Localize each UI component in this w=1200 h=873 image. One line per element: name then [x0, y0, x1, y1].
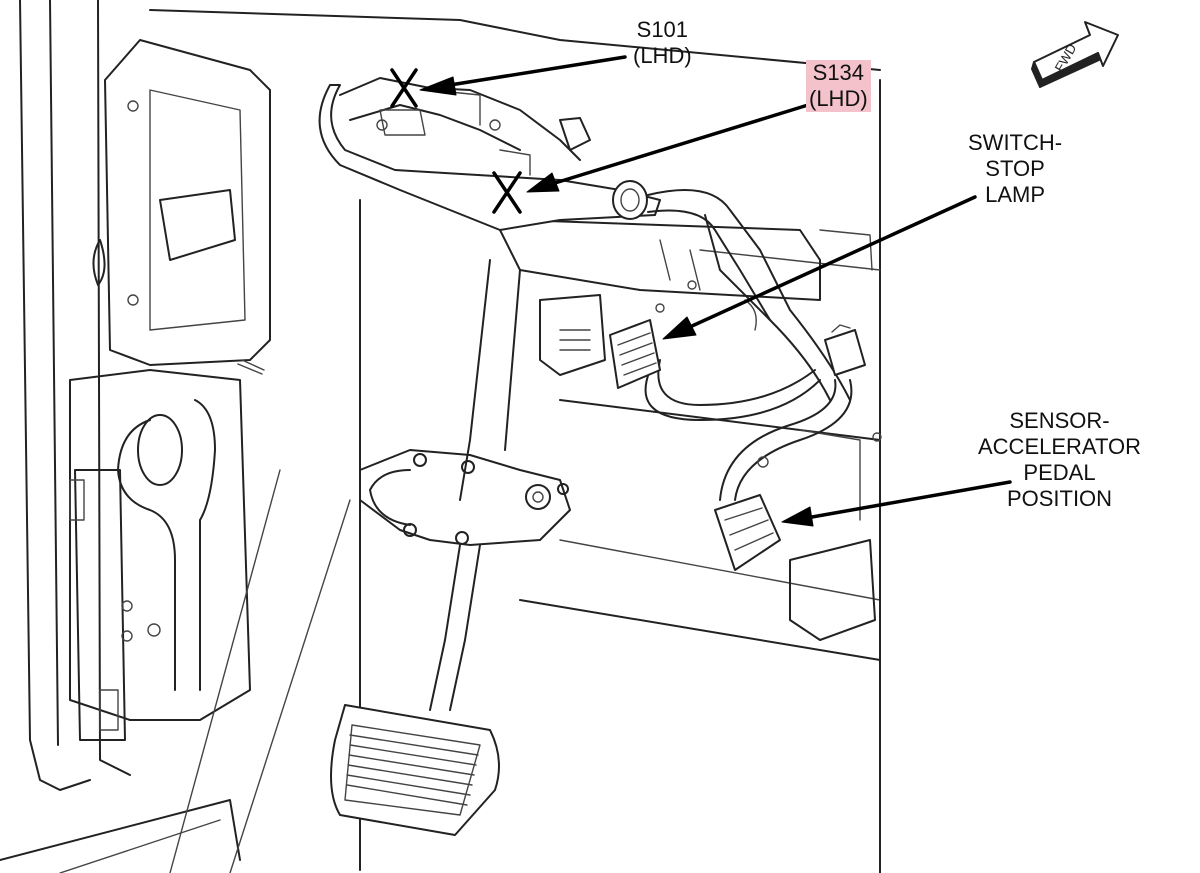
leader-s134: [526, 103, 810, 193]
s101-line-2: (LHD): [633, 43, 692, 68]
accel-line-1: SENSOR-: [1009, 408, 1110, 433]
brake-pedal-assembly: [330, 259, 606, 836]
leader-accelerator-sensor: [781, 480, 1012, 527]
accel-line-4: POSITION: [1006, 486, 1113, 511]
forward-arrow-icon: FWD: [1031, 21, 1119, 88]
s134-label: S134 (LHD): [806, 60, 871, 112]
s134-line-2: (LHD): [809, 86, 868, 111]
s101-label: S101 (LHD): [633, 17, 692, 69]
stop-lamp-line-2: STOP: [985, 156, 1045, 181]
splice-marker-s134: [492, 171, 522, 214]
leader-s101: [419, 55, 627, 96]
leader-stop-lamp: [662, 195, 977, 340]
stop-lamp-switch-connector: [609, 319, 661, 389]
splice-marker-s101: [390, 68, 418, 108]
wiring-harness: [318, 77, 866, 501]
stop-lamp-switch-label: SWITCH- STOP LAMP: [968, 130, 1062, 208]
s101-line-1: S101: [636, 17, 689, 42]
dash-structure: [149, 9, 882, 873]
accel-line-3: PEDAL: [1023, 460, 1096, 485]
accel-line-2: ACCELERATOR: [978, 434, 1142, 459]
door-frame: [0, 0, 271, 873]
stop-lamp-line-1: SWITCH-: [968, 130, 1063, 155]
s134-line-1: S134: [812, 60, 865, 85]
pedal-pad-ridges: [346, 734, 479, 806]
accelerator-sensor-connector: [714, 456, 781, 571]
stop-lamp-line-3: LAMP: [985, 182, 1045, 207]
accelerator-sensor-label: SENSOR- ACCELERATOR PEDAL POSITION: [978, 408, 1141, 512]
